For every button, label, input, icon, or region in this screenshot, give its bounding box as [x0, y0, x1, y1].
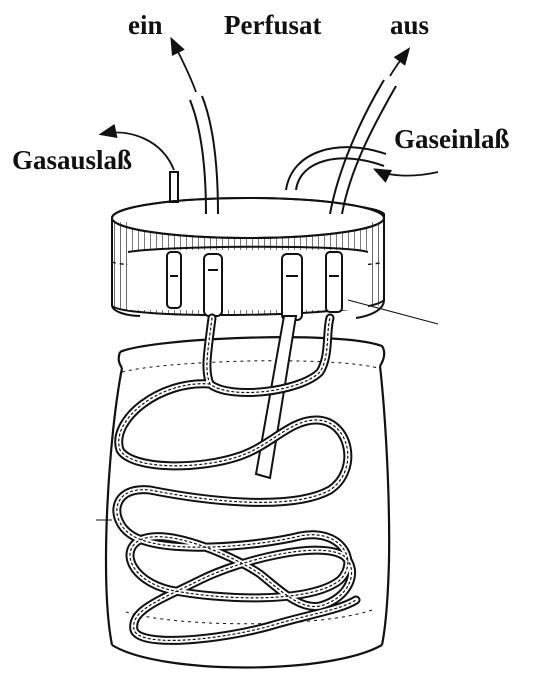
arrow-aus — [390, 50, 408, 76]
tube-perfusate-in-right — [202, 96, 218, 214]
label-gaseinlass: Gaseinlaß — [394, 126, 510, 153]
fitting-perfusate-out — [282, 254, 302, 320]
arrow-ein — [172, 40, 196, 92]
label-ein: ein — [128, 12, 163, 39]
fitting-gas-in — [326, 252, 342, 312]
tube-perfusate-in-left — [190, 100, 206, 214]
label-gasauslass: Gasauslaß — [12, 147, 132, 174]
fitting-gas-out — [167, 252, 181, 308]
tube-gas-in-outer — [286, 147, 386, 190]
pointer-line — [348, 300, 438, 324]
fitting-perfusate-in — [204, 254, 222, 316]
label-aus: aus — [390, 12, 429, 39]
external-tubes — [170, 80, 396, 214]
jar-rim — [120, 337, 384, 366]
label-perfusat: Perfusat — [224, 12, 321, 39]
lid-ring — [112, 198, 384, 318]
coiled-tubing — [117, 318, 356, 640]
gas-outlet-stub — [170, 172, 178, 202]
inner-straight-tube — [256, 316, 296, 478]
jar-right-wall — [380, 366, 389, 645]
jar-bottom — [112, 645, 382, 668]
arrow-gaseinlass — [376, 170, 438, 176]
